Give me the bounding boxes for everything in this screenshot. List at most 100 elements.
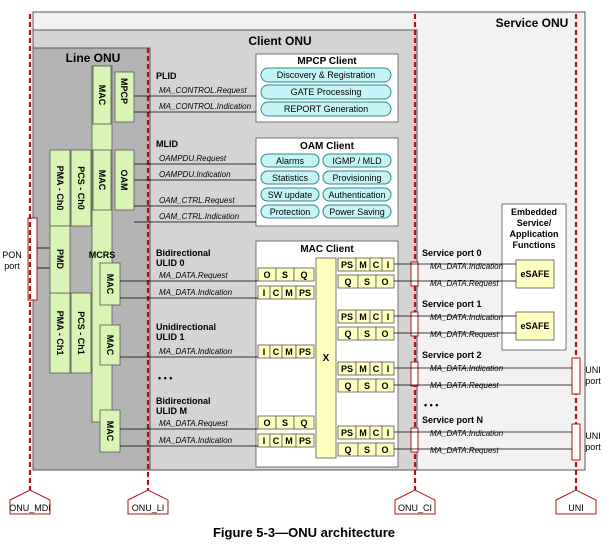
ulid0-data-request-label: MA_DATA.Request (159, 271, 228, 280)
mpcp-label: MPCP (119, 78, 129, 104)
pcs-ch0-label: PCS - Ch0 (76, 166, 86, 210)
service-onu-title: Service ONU (496, 16, 569, 30)
ref-onu-mdi-label: ONU_MDI (9, 503, 51, 513)
cell-c-label: C (273, 347, 280, 357)
bidir-ulid0-label-2: ULID 0 (156, 258, 185, 268)
cell-o (375, 378, 395, 393)
embedded-title-2: Service/ (517, 218, 552, 228)
cell-c-label: C (273, 288, 280, 298)
plid-label: PLID (156, 71, 177, 81)
port0-data-request-label: MA_DATA.Request (430, 279, 499, 288)
cell-ps-label: PS (341, 364, 353, 374)
right-cells-port1: PS M C I Q S O (337, 309, 395, 341)
right-cells-port0: PS M C I Q S O (337, 257, 395, 289)
gate-processing-label: GATE Processing (291, 87, 362, 97)
ref-uni-label: UNI (568, 503, 584, 513)
alarms-label: Alarms (276, 156, 305, 166)
mac-mpcp-block (92, 65, 112, 125)
report-generation-label: REPORT Generation (284, 104, 368, 114)
pcs-ch0-block (70, 149, 92, 227)
ma-control-indication-label: MA_CONTROL.Indication (159, 102, 252, 111)
x-switch-block (315, 257, 337, 459)
cell-q (293, 267, 315, 282)
authentication-pill (322, 187, 392, 202)
cell-i (381, 425, 395, 440)
cell-o (375, 326, 395, 341)
discovery-registration-label: Discovery & Registration (277, 70, 376, 80)
left-cells-ulid1: I C M PS (257, 344, 315, 359)
service-port-n-box (410, 427, 419, 453)
power-saving-label: Power Saving (329, 207, 385, 217)
x-switch-label: X (323, 353, 330, 364)
service-port-1-box (410, 311, 419, 337)
port2-data-request-label: MA_DATA.Request (430, 381, 499, 390)
portn-data-request-label: MA_DATA.Request (430, 446, 499, 455)
mac-client-title: MAC Client (300, 244, 354, 255)
cell-o-label: O (381, 277, 388, 287)
cell-i (381, 309, 395, 324)
uni-port-n-label-1: UNI (585, 431, 601, 441)
left-cells-ulid0: O S Q I C M PS (257, 267, 315, 300)
mac-label-4: MAC (105, 335, 115, 356)
authentication-label: Authentication (328, 190, 385, 200)
cell-q (293, 415, 315, 430)
cell-o (375, 274, 395, 289)
sw-update-label: SW update (268, 190, 313, 200)
pma-ch0-label: PMA - Ch0 (55, 166, 65, 211)
cell-s-label: S (282, 270, 288, 280)
mac-ulidm-block (99, 409, 121, 453)
cell-ps-label: PS (299, 288, 311, 298)
cell-ps (295, 285, 315, 300)
cell-i-label: I (387, 364, 390, 374)
oam-label: OAM (119, 170, 129, 191)
cell-c-label: C (373, 312, 380, 322)
ulidm-data-indication-label: MA_DATA.Indication (159, 436, 233, 445)
statistics-pill (260, 170, 320, 185)
service-port-0-box (410, 261, 419, 287)
embedded-title-3: Application (510, 229, 559, 239)
cell-i-label: I (263, 288, 266, 298)
pon-port (27, 217, 38, 301)
cell-q-label: Q (300, 270, 307, 280)
uni-port-2-label-2: port (585, 376, 601, 386)
ref-tag-onu-li: ONU_LI (127, 489, 169, 515)
discovery-registration-pill (260, 67, 392, 83)
statistics-label: Statistics (272, 173, 309, 183)
mpcp-block (114, 71, 135, 123)
cell-ps-label: PS (341, 428, 353, 438)
service-port-2-label: Service port 2 (422, 350, 482, 360)
cell-ps-label: PS (299, 347, 311, 357)
mpcp-client-title: MPCP Client (297, 56, 357, 67)
cell-c-label: C (373, 428, 380, 438)
esafe-label-1: eSAFE (520, 321, 549, 331)
cell-o-label: O (381, 445, 388, 455)
provisioning-pill (322, 170, 392, 185)
cell-i-label: I (263, 436, 266, 446)
cell-s-label: S (282, 418, 288, 428)
figure-caption: Figure 5-3—ONU architecture (213, 525, 395, 540)
cell-q-label: Q (344, 329, 351, 339)
port1-data-indication-label: MA_DATA.Indication (430, 313, 504, 322)
right-cells-portn: PS M C I Q S O (337, 425, 395, 457)
uni-port-2-label-1: UNI (585, 365, 601, 375)
cell-o-label: O (263, 418, 270, 428)
mac-label-3: MAC (105, 274, 115, 295)
line-onu-title: Line ONU (66, 51, 121, 65)
service-port-2-box (410, 361, 419, 387)
ref-tag-onu-mdi: ONU_MDI (9, 489, 51, 515)
uni-port-2 (571, 357, 581, 395)
esafe-block-0 (515, 259, 555, 289)
oam-pills: Alarms IGMP / MLD Statistics Provisionin… (260, 153, 392, 219)
bidir-ulidm-label-1: Bidirectional (156, 396, 211, 406)
cell-i-label: I (263, 347, 266, 357)
cell-m-label: M (285, 436, 293, 446)
cell-m-label: M (359, 312, 367, 322)
ulid-ellipsis: • • • (158, 373, 172, 383)
cell-s-label: S (364, 277, 370, 287)
mac-ulid1-block (99, 324, 121, 366)
ulid1-data-indication-label: MA_DATA.Indication (159, 347, 233, 356)
oampdu-indication-label: OAMPDU.Indication (159, 170, 231, 179)
client-onu-title: Client ONU (248, 34, 311, 48)
